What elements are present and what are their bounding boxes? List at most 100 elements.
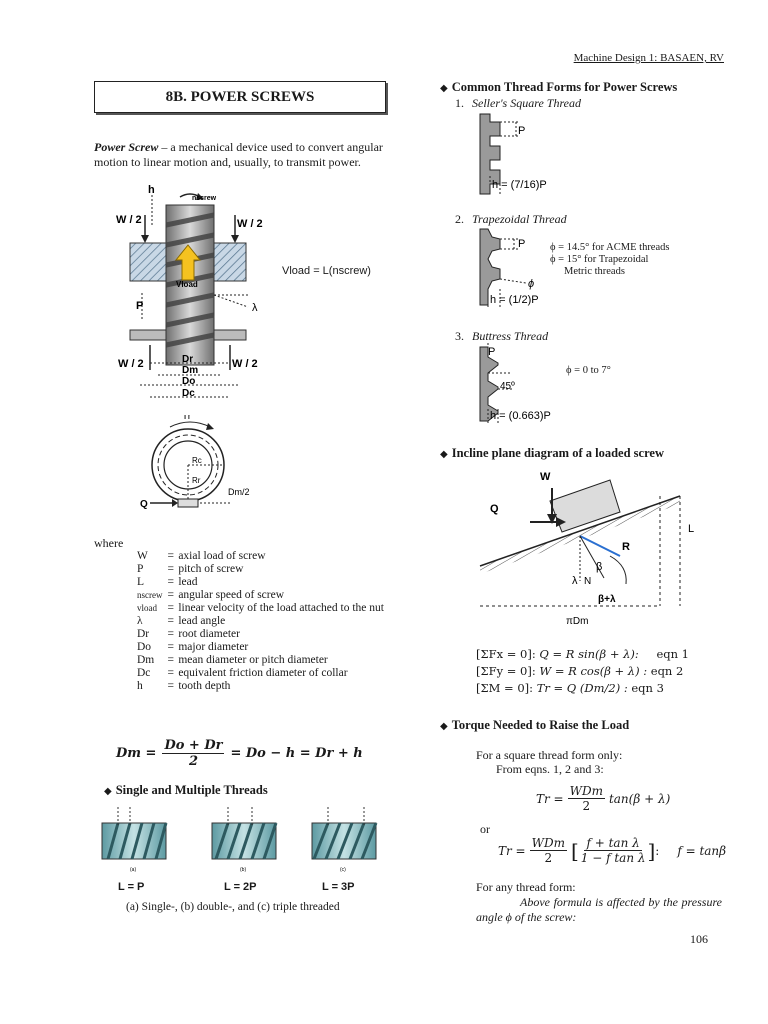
definition-paragraph: Power Screw – a mechanical device used t… xyxy=(94,140,394,170)
buttress-angle-label: 45º xyxy=(500,381,515,392)
definition-text: – a mechanical device used to convert an… xyxy=(94,140,383,169)
table-row: λ=lead angle xyxy=(137,615,395,628)
torque-note: Above formula is affected by the pressur… xyxy=(476,895,722,924)
var-sym: L xyxy=(137,576,145,588)
var-sym: nscrew xyxy=(137,590,163,600)
var-sym: Dm xyxy=(137,654,155,666)
diamond-bullet-icon: ◆ xyxy=(440,449,448,460)
incline-n-label: N xyxy=(584,576,591,587)
incline-r-label: R xyxy=(622,541,630,553)
var-desc: major diameter xyxy=(178,641,249,653)
var-desc: mean diameter or pitch diameter xyxy=(178,654,328,666)
incline-beta-label: β xyxy=(596,561,602,573)
var-eq: = xyxy=(167,654,174,666)
single-multiple-heading: ◆Single and Multiple Threads xyxy=(104,783,268,798)
torque-line1: For a square thread form only: xyxy=(476,748,623,762)
label-dc: Dc xyxy=(182,388,195,399)
dm-eq-den: 2 xyxy=(188,754,198,769)
incline-plane-figure: W Q R β λ N β+λ L πDm xyxy=(479,471,694,627)
table-row: Dr=root diameter xyxy=(137,628,395,641)
eqn-row: [ΣFx = 0]: Q = R sin(β + λ): eqn 1 xyxy=(476,646,689,663)
torque-eq2-bracket-fraction: f + tan λ 1 − f tan λ xyxy=(581,836,646,865)
thread-form-num: 2. xyxy=(455,212,464,226)
where-label: where xyxy=(94,536,124,550)
section-title: 8B. POWER SCREWS xyxy=(94,81,386,113)
var-sym: vload xyxy=(137,603,157,613)
diamond-bullet-icon: ◆ xyxy=(104,786,112,797)
table-row: vload = linear velocity of the load attach… xyxy=(137,602,395,615)
eqn-rhs: W = R cos(β + λ) : xyxy=(539,664,648,678)
thread-form-name: Buttress Thread xyxy=(472,329,549,343)
definition-term: Power Screw xyxy=(94,140,159,154)
incline-lambda-label: λ xyxy=(572,575,578,587)
label-do: Do xyxy=(182,376,195,387)
torque-eq2-tail: f = tanβ xyxy=(677,843,727,858)
torque-eq2-lhs: Tr = xyxy=(498,843,526,858)
thread-form-num: 1. xyxy=(455,96,464,110)
trap-note-2: ϕ = 15° for Trapezoidal xyxy=(550,254,649,265)
threads-caption: (a) Single-, (b) double-, and (c) triple… xyxy=(126,901,340,913)
square-p-label: P xyxy=(518,125,525,137)
torque-line2: From eqns. 1, 2 and 3: xyxy=(496,762,604,776)
table-row: Dc=equivalent friction diameter of colla… xyxy=(137,667,395,680)
label-nscrew: nscrew xyxy=(192,195,217,202)
diamond-bullet-icon: ◆ xyxy=(440,83,448,94)
table-row: L=lead xyxy=(137,576,395,589)
incline-heading-text: Incline plane diagram of a loaded screw xyxy=(451,446,664,460)
trap-p-label: P xyxy=(518,238,525,250)
trap-note-1: ϕ = 14.5° for ACME threads xyxy=(550,242,670,253)
label-q: Q xyxy=(140,499,148,510)
section-title-text: 8B. POWER SCREWS xyxy=(165,88,315,105)
var-sym: Dc xyxy=(137,667,151,679)
var-eq: = xyxy=(167,550,174,562)
equilibrium-equations: [ΣFx = 0]: Q = R sin(β + λ): eqn 1 [ΣFy … xyxy=(476,646,689,697)
eqn-lhs: [ΣFy = 0]: xyxy=(476,664,536,678)
torque-eq2-fraction: WDm 2 xyxy=(529,836,567,865)
sublabel-b: (b) xyxy=(240,867,246,873)
torque-eq1-lhs: Tr = xyxy=(536,791,564,806)
label-w2-bottom-right: W / 2 xyxy=(232,358,258,370)
label-lambda: λ xyxy=(252,302,258,314)
table-row: Dm = mean diameter or pitch diameter xyxy=(137,654,395,667)
incline-q-label: Q xyxy=(490,503,499,515)
var-eq: = xyxy=(167,602,174,614)
thread-form-name: Trapezoidal Thread xyxy=(472,212,567,226)
torque-eq2-den: 2 xyxy=(544,851,553,865)
trap-h-label: h = (1/2)P xyxy=(490,294,539,306)
var-sym: λ xyxy=(137,615,143,627)
torque-eq1: Tr = WDm 2 tan(β + λ) xyxy=(536,784,670,813)
screw-figure: h nscrew W / 2 W / 2 Vload P λ W / 2 W /… xyxy=(116,185,263,399)
dm-eq-num: Do + Dr xyxy=(162,738,225,754)
incline-pidm-label: πDm xyxy=(566,616,588,627)
table-row: W=axial load of screw xyxy=(137,550,395,563)
eqn-tag: eqn 3 xyxy=(631,681,664,695)
incline-w-label: W xyxy=(540,471,551,483)
var-desc: lead angle xyxy=(178,615,226,627)
trap-phi-label: ϕ xyxy=(528,278,534,290)
var-desc: linear velocity of the load attached to … xyxy=(178,602,384,614)
var-desc: pitch of screw xyxy=(178,563,244,575)
multiple-threads-figure: (a) (b) (c) xyxy=(101,807,378,873)
label-rc: Rc xyxy=(192,456,202,465)
eqn-lhs: [ΣFx = 0]: xyxy=(476,647,536,661)
buttress-h-label: h = (0.663)P xyxy=(490,410,551,422)
thread-forms-heading: ◆Common Thread Forms for Power Screws xyxy=(440,80,677,95)
table-row: nscrew=angular speed of screw xyxy=(137,589,395,602)
label-vload: Vload xyxy=(176,280,198,289)
any-form-label: For any thread form: xyxy=(476,880,576,894)
square-thread-figure: P h = (7/16)P xyxy=(479,113,547,196)
dm-eq-lhs: Dm = xyxy=(116,746,157,761)
var-desc: lead xyxy=(178,576,198,588)
eqn-rhs: Tr = Q (Dm/2) : xyxy=(536,681,628,695)
thread-form-3: 3.Buttress Thread xyxy=(455,329,548,344)
var-desc: equivalent friction diameter of collar xyxy=(178,667,348,679)
page-number: 106 xyxy=(690,932,708,946)
incline-heading: ◆Incline plane diagram of a loaded screw xyxy=(440,446,664,461)
eqn-tag: eqn 1 xyxy=(656,647,689,661)
trapezoidal-notes: ϕ = 14.5° for ACME threads ϕ = 15° for T… xyxy=(550,242,669,278)
var-sym: W xyxy=(137,550,148,562)
label-w2-left: W / 2 xyxy=(116,214,142,226)
var-eq: = xyxy=(167,628,174,640)
label-w2-right: W / 2 xyxy=(237,218,263,230)
var-desc: angular speed of screw xyxy=(178,589,285,601)
